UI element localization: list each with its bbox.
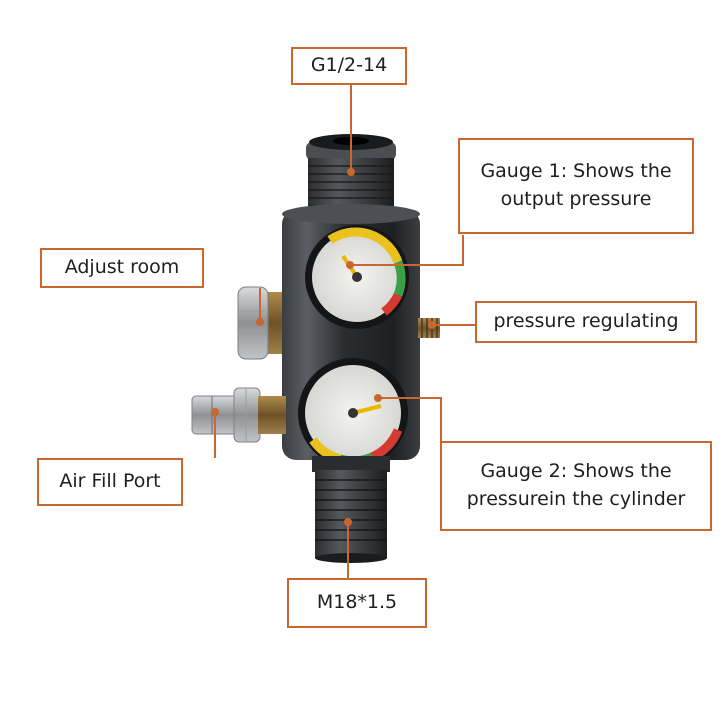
- callout-bottom-thread: M18*1.5: [287, 578, 427, 628]
- callout-gauge-1-line-1: Gauge 1: Shows the: [480, 160, 672, 183]
- callout-gauge-1: Gauge 1: Shows the output pressure: [458, 138, 694, 234]
- callout-pressure-regulating: pressure regulating: [475, 301, 697, 343]
- fill-port: [191, 387, 286, 443]
- callout-gauge-2-line-1: Gauge 2: Shows the: [480, 460, 672, 483]
- callout-gauge-2-line-2: pressurein the cylinder: [466, 488, 686, 510]
- callout-adjust-room-text: Adjust room: [64, 256, 180, 279]
- bottom-thread-stem: [312, 456, 390, 563]
- callout-top-thread-text: G1/2-14: [310, 54, 388, 77]
- callout-air-fill-port: Air Fill Port: [37, 458, 183, 506]
- callout-gauge-1-line-2: output pressure: [500, 188, 652, 210]
- callout-pressure-regulating-text: pressure regulating: [493, 310, 679, 333]
- callout-adjust-room: Adjust room: [40, 248, 204, 288]
- callout-gauge-2: Gauge 2: Shows the pressurein the cylind…: [440, 441, 712, 531]
- callout-bottom-thread-text: M18*1.5: [316, 591, 398, 614]
- callout-top-thread: G1/2-14: [291, 47, 407, 85]
- leader-lines: [211, 83, 476, 578]
- callout-air-fill-port-text: Air Fill Port: [59, 470, 161, 493]
- regulating-screw: [418, 318, 440, 338]
- gauge-1: [305, 225, 409, 329]
- gauge-2: [298, 358, 408, 468]
